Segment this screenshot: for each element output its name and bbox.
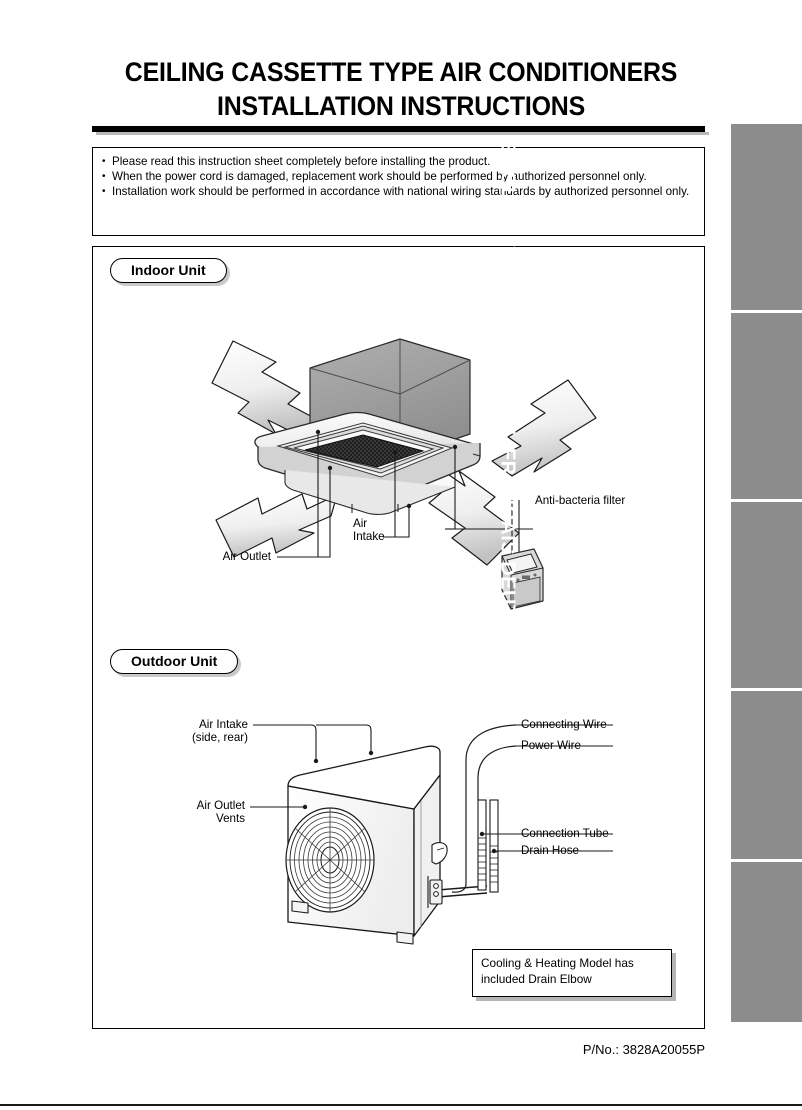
notice-text: Please read this instruction sheet compl… <box>112 155 491 168</box>
title-rule <box>92 126 705 132</box>
callout-drain-hose: Drain Hose <box>521 844 579 857</box>
callout-outdoor-air-intake-line1: Air Intake <box>199 718 248 731</box>
bullet-icon: • <box>102 171 106 183</box>
part-number: P/No.: 3828A20055P <box>582 1042 705 1057</box>
callout-anti-bacteria-filter: Anti-bacteria filter <box>535 494 626 507</box>
note-line-1: Cooling & Heating Model has <box>481 956 634 970</box>
language-block-5[interactable] <box>731 862 802 1022</box>
page-bottom-rule <box>0 1104 802 1106</box>
callout-air-intake-line2: Intake <box>353 530 385 543</box>
diagram-frame <box>92 246 705 1029</box>
title-line-2: INSTALLATION INSTRUCTIONS <box>216 91 586 121</box>
notice-item: • Installation work should be performed … <box>102 185 695 200</box>
section-label-outdoor-unit: Outdoor Unit <box>110 649 239 674</box>
bullet-icon: • <box>102 156 106 167</box>
page-title: CEILING CASSETTE TYPE AIR CONDITIONERS I… <box>0 55 802 123</box>
notice-text: When the power cord is damaged, replacem… <box>112 170 647 184</box>
language-block-3[interactable] <box>731 502 802 688</box>
title-line-1: CEILING CASSETTE TYPE AIR CONDITIONERS <box>124 57 678 87</box>
language-tab-sidebar: ENGLISH ITALIANO ESPAÑOL FRANÇAIS DEUTSC… <box>496 124 802 1022</box>
callout-outdoor-air-outlet-line2: Vents <box>215 812 245 825</box>
language-block-2[interactable] <box>731 313 802 499</box>
callout-power-wire: Power Wire <box>521 739 581 752</box>
callout-connecting-wire: Connecting Wire <box>521 718 607 731</box>
bullet-icon: • <box>102 186 106 198</box>
notice-item: • When the power cord is damaged, replac… <box>102 170 695 185</box>
section-label-indoor-unit: Indoor Unit <box>110 258 227 283</box>
callout-air-intake-line1: Air <box>353 517 368 530</box>
safety-notice-box: • Please read this instruction sheet com… <box>92 147 705 236</box>
language-block-1[interactable] <box>731 124 802 310</box>
callout-air-outlet: Air Outlet <box>222 550 271 563</box>
language-block-4[interactable] <box>731 691 802 859</box>
title-rule-shadow <box>96 132 709 135</box>
callout-connection-tube: Connection Tube <box>521 827 609 840</box>
callout-outdoor-air-intake-line2: (side, rear) <box>191 731 248 744</box>
notice-item: • Please read this instruction sheet com… <box>102 155 695 170</box>
callout-outdoor-air-outlet-line1: Air Outlet <box>196 799 245 812</box>
notice-text: Installation work should be performed in… <box>112 185 690 199</box>
note-line-2: included Drain Elbow <box>481 971 592 986</box>
drain-elbow-note-box: Cooling & Heating Model has included Dra… <box>472 949 672 997</box>
